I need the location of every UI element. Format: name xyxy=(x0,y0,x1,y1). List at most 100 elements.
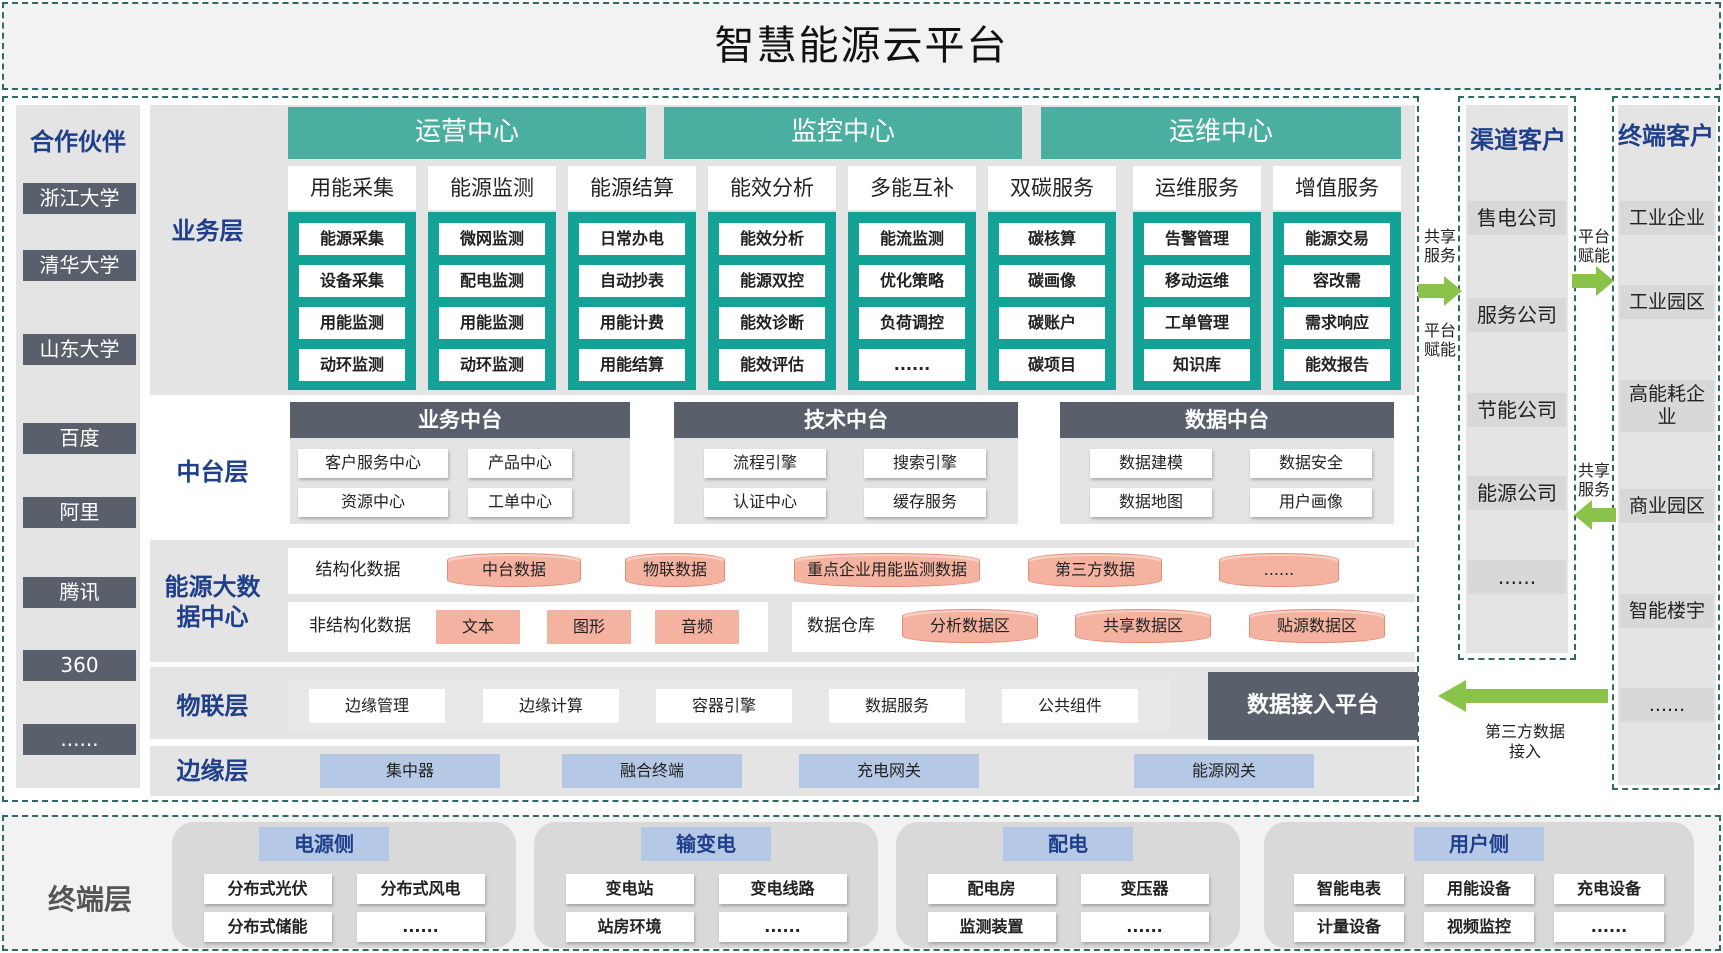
module-item: 微网监测 xyxy=(439,223,545,255)
module-title: 双碳服务 xyxy=(988,166,1116,210)
structured-data-cylinder: 中台数据 xyxy=(447,553,581,587)
arrow-right-enable-icon xyxy=(1572,266,1614,296)
module-item: 能效分析 xyxy=(719,223,825,255)
arrow-label-share-right: 共享服务 xyxy=(1577,460,1610,499)
module-item: 碳核算 xyxy=(999,223,1105,255)
terminal-device-item: 监测装置 xyxy=(927,912,1056,942)
middle-platform-item: 资源中心 xyxy=(298,488,448,517)
module-title: 能源结算 xyxy=(568,166,696,210)
channel-customer-item: 能源公司 xyxy=(1468,476,1566,510)
edge-item: 能源网关 xyxy=(1134,754,1314,788)
module-item: 告警管理 xyxy=(1144,223,1250,255)
terminal-device-item: ...... xyxy=(356,912,485,942)
module-item: 用能监测 xyxy=(439,307,545,339)
partner-item: 清华大学 xyxy=(23,250,136,281)
module-title: 运维服务 xyxy=(1133,166,1261,210)
module-item: 日常办电 xyxy=(579,223,685,255)
middle-platform-item: 用户画像 xyxy=(1250,488,1372,517)
terminal-layer-label: 终端层 xyxy=(47,882,132,916)
middle-layer-label: 中台层 xyxy=(176,458,249,487)
terminal-device-item: ...... xyxy=(1554,912,1664,942)
partner-item: 360 xyxy=(23,650,136,681)
middle-platform-item: 工单中心 xyxy=(468,488,572,517)
arrow-label-third-party: 第三方数据接入 xyxy=(1484,722,1565,761)
edge-layer-label: 边缘层 xyxy=(176,757,249,786)
module-title: 多能互补 xyxy=(848,166,976,210)
terminal-group-title: 输变电 xyxy=(641,827,771,861)
unstructured-data-item: 音频 xyxy=(655,610,739,644)
arrow-left-third-party-icon xyxy=(1438,680,1608,712)
warehouse-zone: 共享数据区 xyxy=(1075,609,1211,643)
module-item: 能效报告 xyxy=(1284,349,1390,381)
title-bar: 智慧能源云平台 xyxy=(2,2,1721,90)
channel-customer-item: 售电公司 xyxy=(1468,201,1566,235)
terminal-device-item: 分布式光伏 xyxy=(203,874,332,904)
terminal-group-title: 用户侧 xyxy=(1414,827,1544,861)
warehouse-label: 数据仓库 xyxy=(807,616,875,637)
middle-platform-item: 认证中心 xyxy=(704,488,826,517)
business-layer-label: 业务层 xyxy=(171,217,244,246)
center-monitoring: 监控中心 xyxy=(664,107,1022,159)
module-title: 增值服务 xyxy=(1273,166,1401,210)
platform-frame xyxy=(2,96,1419,802)
module-item: 动环监测 xyxy=(439,349,545,381)
arrow-left-share-icon xyxy=(1574,500,1616,530)
middle-platform-item: 客户服务中心 xyxy=(298,449,448,478)
module-item: 碳画像 xyxy=(999,265,1105,297)
center-maintenance: 运维中心 xyxy=(1041,107,1401,159)
partners-heading: 合作伙伴 xyxy=(30,128,126,157)
partner-item: 百度 xyxy=(23,423,136,454)
terminal-group-title: 电源侧 xyxy=(259,827,389,861)
module-item: 需求响应 xyxy=(1284,307,1390,339)
partner-item: 浙江大学 xyxy=(23,183,136,214)
module-item: 能效评估 xyxy=(719,349,825,381)
unstructured-data-item: 图形 xyxy=(547,610,631,644)
terminal-customer-item: 智能楼宇 xyxy=(1620,594,1714,628)
warehouse-zone: 贴源数据区 xyxy=(1249,609,1385,643)
center-operations: 运营中心 xyxy=(288,107,646,159)
module-item: 配电监测 xyxy=(439,265,545,297)
channel-customer-item: ...... xyxy=(1468,560,1566,594)
terminal-device-item: 变压器 xyxy=(1080,874,1209,904)
module-item: 知识库 xyxy=(1144,349,1250,381)
middle-platform-item: 流程引擎 xyxy=(704,449,826,478)
middle-platform-title: 技术中台 xyxy=(674,402,1018,438)
module-item: 能源交易 xyxy=(1284,223,1390,255)
iot-item: 边缘管理 xyxy=(309,689,445,723)
structured-data-cylinder: ...... xyxy=(1219,553,1339,587)
terminal-device-item: ...... xyxy=(1080,912,1209,942)
module-item: 能源双控 xyxy=(719,265,825,297)
unstructured-data-item: 文本 xyxy=(436,610,520,644)
channel-customer-item: 节能公司 xyxy=(1468,393,1566,427)
structured-data-cylinder: 重点企业用能监测数据 xyxy=(794,553,980,587)
module-title: 用能采集 xyxy=(288,166,416,210)
terminal-device-item: 配电房 xyxy=(927,874,1056,904)
channel-customer-item: 服务公司 xyxy=(1468,298,1566,332)
terminal-customer-item: 工业园区 xyxy=(1620,285,1714,319)
terminal-device-item: 变电站 xyxy=(565,874,694,904)
data-access-platform: 数据接入平台 xyxy=(1208,672,1418,740)
middle-platform-title: 数据中台 xyxy=(1060,402,1394,438)
module-item: 负荷调控 xyxy=(859,307,965,339)
module-item: 自动抄表 xyxy=(579,265,685,297)
edge-item: 充电网关 xyxy=(799,754,979,788)
module-item: 移动运维 xyxy=(1144,265,1250,297)
module-item: 用能结算 xyxy=(579,349,685,381)
terminal-customers-heading: 终端客户 xyxy=(1618,122,1714,151)
middle-platform-title: 业务中台 xyxy=(290,402,630,438)
terminal-device-item: 分布式风电 xyxy=(356,874,485,904)
module-item: 工单管理 xyxy=(1144,307,1250,339)
middle-platform-item: 数据安全 xyxy=(1250,449,1372,478)
middle-platform-item: 产品中心 xyxy=(468,449,572,478)
iot-item: 容器引擎 xyxy=(656,689,792,723)
module-title: 能源监测 xyxy=(428,166,556,210)
terminal-customer-item: ...... xyxy=(1620,688,1714,722)
terminal-device-item: 智能电表 xyxy=(1294,874,1404,904)
iot-item: 边缘计算 xyxy=(483,689,619,723)
module-item: 碳项目 xyxy=(999,349,1105,381)
module-title: 能效分析 xyxy=(708,166,836,210)
middle-platform-item: 数据建模 xyxy=(1090,449,1212,478)
edge-item: 集中器 xyxy=(320,754,500,788)
terminal-device-item: 用能设备 xyxy=(1424,874,1534,904)
